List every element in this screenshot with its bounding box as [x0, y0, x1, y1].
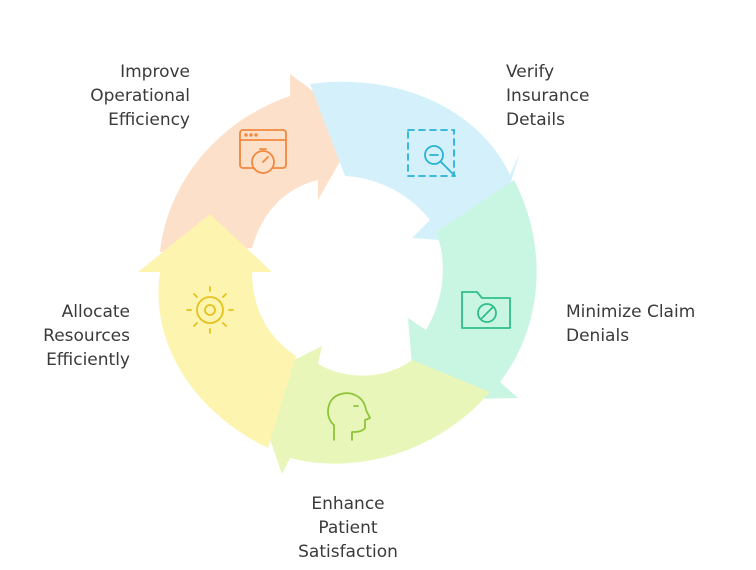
segment-enhance-patient-satisfaction [250, 346, 490, 474]
segment-allocate-resources-efficiently [138, 214, 296, 448]
segment-minimize-claim-denials [408, 180, 537, 400]
segment-verify-insurance-details [310, 81, 520, 244]
label-enhance-patient-satisfaction: Enhance Patient Satisfaction [298, 494, 398, 562]
timer-browser-icon [239, 129, 287, 174]
label-verify-insurance-details: Verify Insurance Details [506, 62, 590, 130]
label-improve-operational-efficiency: Improve Operational Efficiency [90, 62, 190, 130]
head-profile-icon [327, 392, 371, 441]
sun-gear-icon [186, 286, 234, 334]
zoom-out-icon [407, 129, 456, 177]
folder-blocked-icon [461, 291, 511, 329]
label-minimize-claim-denials: Minimize Claim Denials [566, 302, 696, 346]
label-allocate-resources-efficiently: Allocate Resources Efficiently [43, 302, 130, 370]
